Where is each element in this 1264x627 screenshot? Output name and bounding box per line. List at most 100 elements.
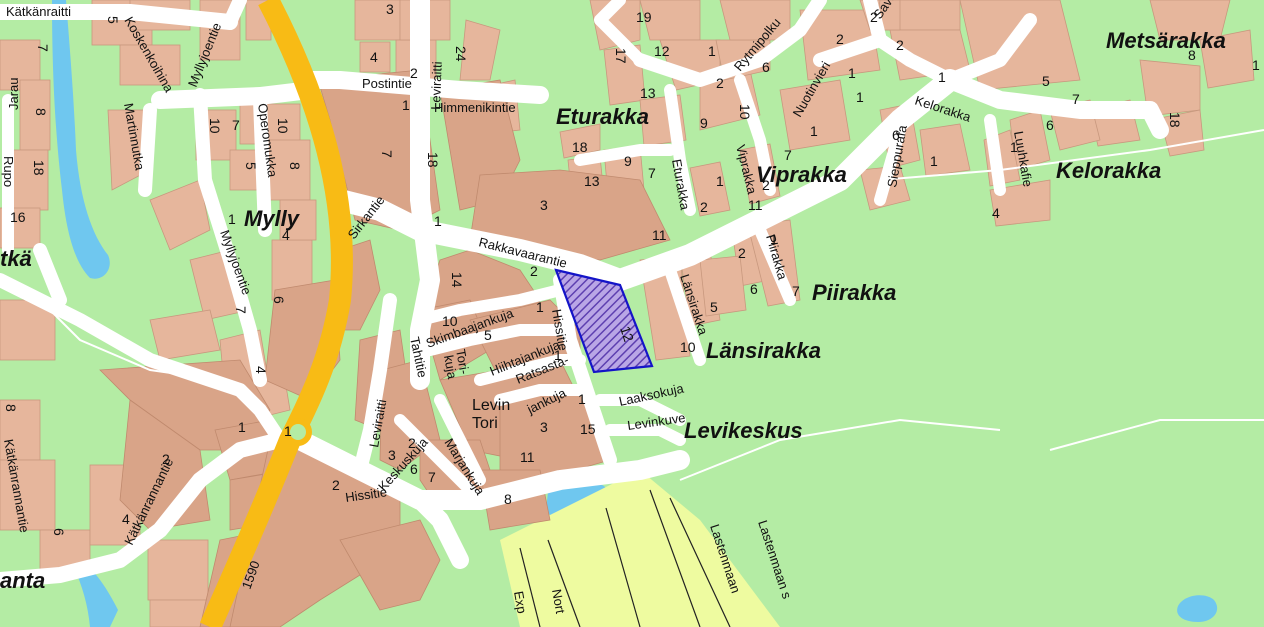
road-label-leviraitti-n: Leviraitti <box>428 61 445 110</box>
slope-lines <box>519 489 731 627</box>
plot-number: 2 <box>530 263 538 279</box>
plot-number: 3 <box>540 197 548 213</box>
plot-number: 11 <box>652 227 667 243</box>
place-label-tori: Tori <box>472 415 498 432</box>
plot-number: 5 <box>710 299 718 315</box>
plot-number: 18 <box>425 152 441 168</box>
plot-number: 1 <box>848 65 856 81</box>
plot-number: 18 <box>1167 112 1183 128</box>
ski-slope <box>500 470 780 627</box>
plot-number: 8 <box>287 162 303 170</box>
plot-number: 6 <box>750 281 758 297</box>
plot-number: 6 <box>51 528 67 536</box>
plot-number: 24 <box>453 46 469 62</box>
road-label-katkanraitti: Kätkänraitti <box>6 4 71 19</box>
plot-number: 1 <box>228 211 236 227</box>
plot-number: 4 <box>370 49 378 65</box>
plot-number: 11 <box>748 197 763 213</box>
plot-number: 1 <box>238 419 246 435</box>
plot-number: 1 <box>1252 57 1260 73</box>
area-label-eturakka: Eturakka <box>556 104 649 129</box>
plot-number: 2 <box>870 9 878 25</box>
river <box>52 0 110 279</box>
plot-number: 6 <box>410 461 418 477</box>
road-label-rupo: Rupo <box>1 156 16 187</box>
plot-number: 2 <box>738 245 746 261</box>
road-label-expr: Exp <box>511 590 530 615</box>
plot-number: 2 <box>408 435 416 451</box>
plot-number: 10 <box>442 313 458 329</box>
plot-number: 9 <box>624 153 632 169</box>
plot-number: 2 <box>700 199 708 215</box>
area-label-levikeskus: Levikeskus <box>684 418 803 443</box>
plot-number: 2 <box>332 477 340 493</box>
plot-number: 18 <box>31 160 47 176</box>
plot-number: 2 <box>836 31 844 47</box>
area-label-mylly: Mylly <box>244 206 301 231</box>
plot-number: 1 <box>434 213 442 229</box>
road-label-hissitie-s: Hissitie <box>344 484 388 505</box>
plot-number: 10 <box>275 118 291 134</box>
plot-number: 1 <box>708 43 716 59</box>
plot-number: 4 <box>122 511 130 527</box>
trails <box>39 129 1264 481</box>
plot-number: 3 <box>386 1 394 17</box>
plot-number: 8 <box>1188 47 1196 63</box>
highlighted-plot[interactable] <box>554 268 654 374</box>
plot-number: 1 <box>578 391 586 407</box>
plot-number: 1 <box>1010 139 1018 155</box>
plot-number: 7 <box>379 150 395 158</box>
plot-number: 17 <box>613 48 629 64</box>
plot-number: 6 <box>271 296 287 304</box>
plot-number: 19 <box>636 9 652 25</box>
plot-number: 1 <box>284 423 292 439</box>
plot-number: 7 <box>428 469 436 485</box>
plot-number: 3 <box>540 419 548 435</box>
place-label-levin: Levin <box>472 397 510 414</box>
plot-number: 2 <box>896 37 904 53</box>
area-label-metsarakka: Metsärakka <box>1106 28 1226 53</box>
area-label-etka: tkä <box>0 246 32 271</box>
plot-number: 4 <box>253 366 269 374</box>
plot-number: 10 <box>680 339 696 355</box>
plot-number: 2 <box>716 75 724 91</box>
plot-number: 2 <box>762 177 770 193</box>
road-network <box>0 0 1169 588</box>
plot-number: 4 <box>992 205 1000 221</box>
road-label-torikuja-1: Tori- <box>453 348 472 376</box>
plot-number: 6 <box>892 127 900 143</box>
plot-number: 7 <box>792 283 800 299</box>
plot-number: 2 <box>162 451 170 467</box>
road-label-jarau: Jarau <box>6 77 21 110</box>
plot-number: 15 <box>580 421 596 437</box>
plot-number: 1 <box>554 347 562 363</box>
plot-number: 1 <box>536 299 544 315</box>
main-road-1590 <box>199 0 353 627</box>
pond-east <box>1177 595 1218 622</box>
plot-number: 5 <box>1042 73 1050 89</box>
plot-number: 7 <box>1072 91 1080 107</box>
area-label-anta: anta <box>0 568 45 593</box>
plot-number: 4 <box>282 227 290 243</box>
road-label-hissitie-n: Hissitie <box>549 308 571 352</box>
plot-number: 5 <box>484 327 492 343</box>
plot-number: 10 <box>737 104 753 120</box>
plot-number: 3 <box>388 447 396 463</box>
plot-number: 13 <box>640 85 656 101</box>
plot-number: 1 <box>930 153 938 169</box>
plot-number: 1 <box>402 97 410 113</box>
plot-number: 2 <box>410 65 418 81</box>
plot-number: 7 <box>232 117 240 133</box>
plot-number: 5 <box>105 16 121 24</box>
plot-number: 6 <box>762 59 770 75</box>
plot-numbers: 5 7 8 18 16 3 4 2 24 1 7 18 10 7 10 5 8 … <box>3 1 1260 536</box>
plot-number: 1 <box>938 69 946 85</box>
plot-number: 16 <box>10 209 26 225</box>
plot-number: 12 <box>654 43 670 59</box>
plot-number: 7 <box>233 306 249 314</box>
plot-number: 13 <box>584 173 600 189</box>
plot-number: 1 <box>856 89 864 105</box>
plot-number: 8 <box>504 491 512 507</box>
roundabout <box>284 418 312 446</box>
